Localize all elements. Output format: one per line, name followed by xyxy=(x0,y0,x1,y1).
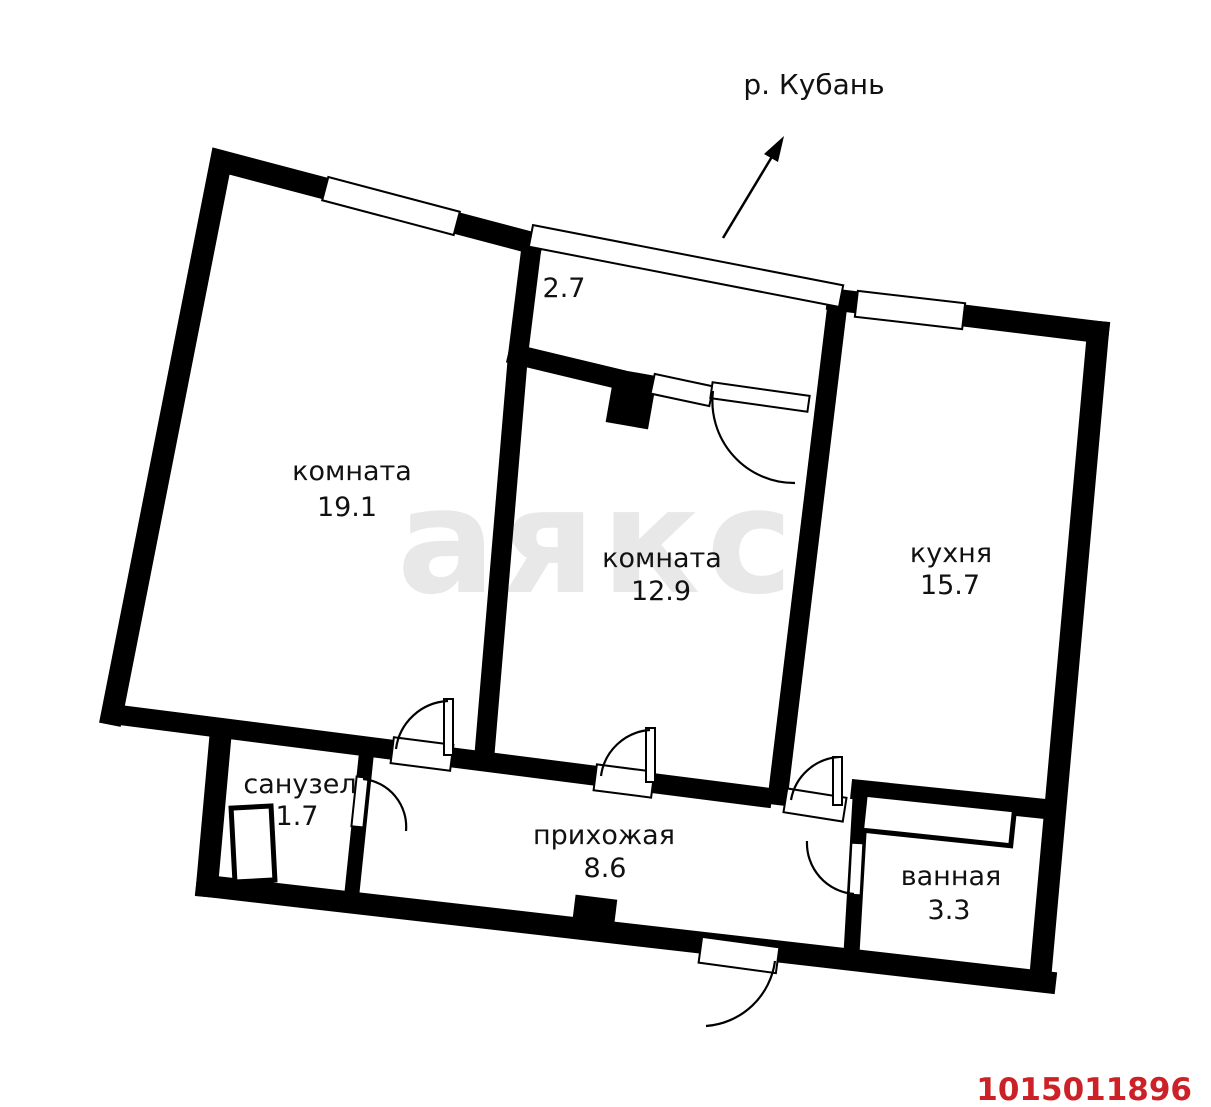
bathroom-shaft xyxy=(858,791,1018,849)
river-arrow-line xyxy=(721,149,778,239)
door-wc-leaf xyxy=(350,775,370,829)
balcony-area: 2.7 xyxy=(543,273,586,304)
room2-label: комната xyxy=(602,543,722,574)
wall-outer-right xyxy=(1028,320,1110,992)
room-labels: комната 19.1 комната 12.9 кухня 15.7 сан… xyxy=(243,273,1001,926)
window-kitchen xyxy=(853,289,967,331)
door-room1-threshold xyxy=(389,736,455,772)
wc-area: 1.7 xyxy=(276,801,319,832)
fixtures xyxy=(228,791,1018,885)
door-bathroom-leaf xyxy=(847,841,865,897)
door-room2-leaf xyxy=(645,727,656,783)
door-balcony-threshold xyxy=(649,372,715,408)
door-kitchen-leaf xyxy=(832,756,843,806)
kitchen-label: кухня xyxy=(910,538,992,569)
door-balcony-leaf xyxy=(709,381,811,413)
door-wc-arc xyxy=(362,777,408,832)
doors xyxy=(350,372,865,1028)
door-kitchen-arc xyxy=(789,755,840,801)
kitchen-area: 15.7 xyxy=(920,570,980,601)
door-kitchen-threshold xyxy=(782,787,848,823)
door-entrance-arc xyxy=(705,960,777,1028)
river-arrow-head xyxy=(764,136,784,162)
hallway-area: 8.6 xyxy=(584,853,627,884)
door-room1-leaf xyxy=(443,698,454,756)
room1-area: 19.1 xyxy=(317,492,377,523)
room1-label: комната xyxy=(292,456,412,487)
watermark: аякс xyxy=(397,457,799,627)
door-room2-threshold xyxy=(592,763,656,799)
door-room1-arc xyxy=(394,699,449,750)
wall-bathroom-top xyxy=(850,779,1066,821)
listing-id: 1015011896 xyxy=(976,1072,1192,1107)
pillar-balcony xyxy=(605,368,658,430)
wall-kitchen-left xyxy=(766,288,850,807)
room2-area: 12.9 xyxy=(631,576,691,607)
river-direction: р. Кубань xyxy=(721,68,885,239)
pillar-hallway xyxy=(570,894,618,940)
wc-niche xyxy=(228,803,278,885)
bathroom-label: ванная xyxy=(901,861,1002,892)
wall-room2-top xyxy=(505,342,627,391)
windows xyxy=(320,175,967,331)
hallway-label: прихожая xyxy=(533,820,675,851)
pillars xyxy=(570,368,658,940)
door-room2-arc xyxy=(599,728,651,777)
wall-wc-left xyxy=(195,718,233,898)
window-balcony-glazing xyxy=(527,223,845,309)
river-label: р. Кубань xyxy=(743,68,884,101)
door-entrance-leaf xyxy=(697,935,781,975)
wc-label: санузел xyxy=(243,769,356,800)
wall-outer-bottom xyxy=(194,873,1058,995)
window-room1 xyxy=(320,175,462,237)
bathroom-area: 3.3 xyxy=(928,895,971,926)
wall-outer-left-top xyxy=(99,147,546,727)
door-bathroom-arc xyxy=(805,840,855,896)
door-balcony-arc xyxy=(711,390,796,485)
